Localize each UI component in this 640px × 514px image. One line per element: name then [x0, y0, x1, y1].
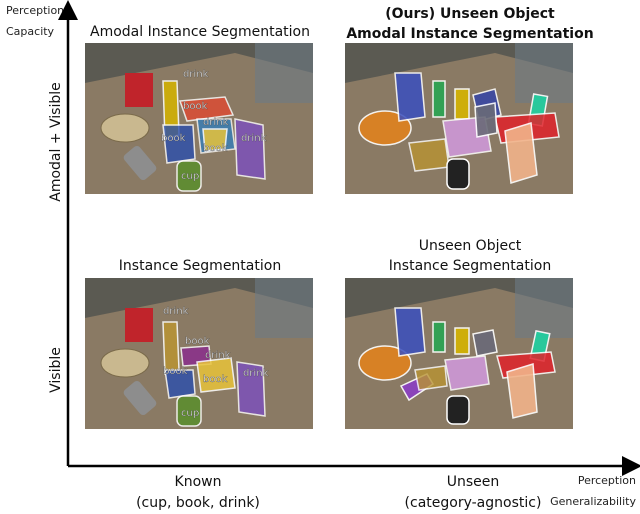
y-axis-note-line1: Perception	[6, 4, 65, 17]
tag-book-3: book	[203, 143, 228, 154]
tag-drink-4: drink	[163, 306, 189, 317]
tag-drink-6: drink	[243, 368, 269, 379]
title-top-right-line2: Amodal Instance Segmentation	[346, 26, 594, 42]
tag-drink-3: drink	[241, 133, 267, 144]
x-label-unseen-line1: Unseen	[446, 474, 500, 490]
tag-cup-2: cup	[181, 408, 199, 419]
x-label-unseen-line2: (category-agnostic)	[404, 495, 542, 511]
tag-book-6: book	[203, 374, 228, 385]
x-label-known-line1: Known	[174, 474, 222, 490]
tag-cup-1: cup	[181, 171, 199, 182]
x-label-known-line2: (cup, book, drink)	[136, 495, 260, 511]
panel-instance-segmentation: drink book drink book book drink cup	[85, 278, 313, 429]
tag-book-2: book	[161, 133, 186, 144]
tag-book-4: book	[185, 336, 210, 347]
panel-unseen-object-instance-segmentation	[345, 278, 573, 429]
tag-drink-1: drink	[183, 69, 209, 80]
title-bottom-right-line2: Instance Segmentation	[388, 258, 552, 274]
panel-amodal-instance-segmentation: drink book drink book book drink cup	[85, 43, 313, 194]
title-top-right-line1: (Ours) Unseen Object	[385, 6, 555, 22]
y-label-amodal-visible: Amodal + Visible	[48, 82, 64, 202]
y-axis-note-line2: Capacity	[6, 25, 55, 38]
x-axis-note-line2: Generalizability	[550, 495, 636, 508]
panel-unseen-object-amodal-segmentation	[345, 43, 573, 194]
tag-book-5: book	[163, 366, 188, 377]
x-label-known: Known (cup, book, drink)	[108, 474, 288, 511]
tag-book-1: book	[183, 101, 208, 112]
x-label-unseen: Unseen (category-agnostic)	[378, 474, 568, 511]
title-bottom-left: Instance Segmentation	[118, 258, 282, 274]
x-axis-note-line1: Perception	[577, 474, 636, 487]
tag-drink-2: drink	[203, 117, 229, 128]
title-top-left: Amodal Instance Segmentation	[90, 24, 310, 40]
title-top-right: (Ours) Unseen Object Amodal Instance Seg…	[340, 4, 600, 44]
y-axis-note: Perception Capacity	[6, 4, 64, 38]
title-bottom-right-line1: Unseen Object	[418, 238, 522, 254]
title-bottom-right: Unseen Object Instance Segmentation	[340, 236, 600, 276]
y-label-visible: Visible	[48, 347, 64, 393]
tag-drink-5: drink	[205, 350, 231, 361]
x-axis-note: Perception Generalizability	[548, 474, 636, 508]
